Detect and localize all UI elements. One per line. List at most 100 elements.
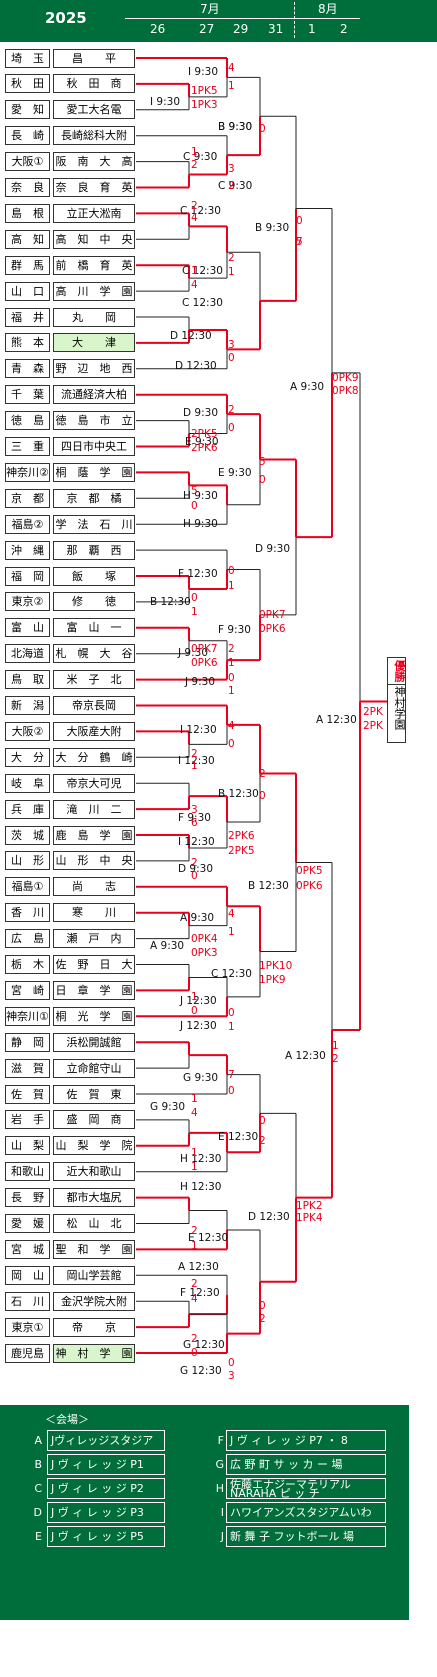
score-label: 1 — [228, 266, 235, 278]
school-cell: 滝 川 二 — [53, 800, 135, 819]
match-label: F 12:30 — [178, 568, 218, 580]
score-label: 2 — [191, 748, 198, 760]
school-cell: 大 分 鶴 崎 — [53, 748, 135, 767]
score-label: 4 — [228, 720, 235, 732]
score-label: 2PK — [363, 706, 383, 718]
match-label: B 12:30 — [150, 596, 191, 608]
score-label: 0 — [259, 790, 266, 802]
match-label: C 12:30 — [182, 265, 223, 277]
match-label: C 12:30 — [182, 297, 223, 309]
school-cell: 修 徳 — [53, 592, 135, 611]
venue-name: J ヴ ィ レ ッ ジ P7 ・ 8 — [226, 1430, 386, 1451]
score-label: 1 — [191, 991, 198, 1003]
school-cell: 札 幌 大 谷 — [53, 644, 135, 663]
score-label: 1 — [191, 760, 198, 772]
match-label: H 12:30 — [180, 1153, 222, 1165]
school-cell: 徳 島 市 立 — [53, 411, 135, 430]
school-cell: 昌 平 — [53, 49, 135, 68]
score-label: 1PK5 — [191, 85, 218, 97]
score-label: 1 — [228, 685, 235, 697]
school-cell: 米 子 北 — [53, 670, 135, 689]
score-label: 6 — [191, 817, 198, 829]
score-label: 3 — [228, 163, 235, 175]
school-cell: 立命館守山 — [53, 1059, 135, 1078]
match-label: G 12:30 — [180, 1365, 222, 1377]
match-label: C 12:30 — [211, 968, 252, 980]
school-cell: 那 覇 西 — [53, 541, 135, 560]
score-label: 0 — [259, 1300, 266, 1312]
score-label: 0 — [296, 215, 303, 227]
prefecture-cell: 愛 知 — [5, 100, 50, 119]
school-cell: 帝 京 — [53, 1318, 135, 1337]
score-label: 7 — [296, 236, 303, 248]
score-label: 0 — [191, 592, 198, 604]
prefecture-cell: 新 潟 — [5, 696, 50, 715]
score-label: 2 — [228, 180, 235, 192]
school-cell: 聖 和 学 園 — [53, 1240, 135, 1259]
year-label: 2025 — [45, 9, 87, 27]
school-cell: 秋 田 商 — [53, 74, 135, 93]
score-label: 5 — [259, 456, 266, 468]
score-label: 1 — [191, 265, 198, 277]
venue-key: I — [220, 1506, 224, 1519]
match-label: A 9:30 — [290, 381, 325, 393]
score-label: 0 — [259, 123, 266, 135]
day-1: 1 — [308, 22, 316, 36]
match-label: A 12:30 — [316, 714, 357, 726]
score-label: 0PK6 — [191, 657, 218, 669]
venue-key: C — [34, 1482, 42, 1495]
score-label: 0 — [228, 1007, 235, 1019]
champion-label: 優勝 — [388, 658, 406, 685]
venue-name: J ヴ ィ レ ッ ジ P3 — [47, 1502, 165, 1523]
score-label: 2PK — [363, 720, 383, 732]
prefecture-cell: 大阪① — [5, 152, 50, 171]
school-cell: 山 形 中 央 — [53, 851, 135, 870]
prefecture-cell: 熊 本 — [5, 333, 50, 352]
match-label: A 12:30 — [285, 1050, 326, 1062]
school-cell: 大阪産大附 — [53, 722, 135, 741]
schedule-header: 2025 7月 8月 26 27 29 31 1 2 — [0, 0, 437, 42]
match-label: H 9:30 — [183, 518, 218, 530]
month-august: 8月 — [318, 2, 338, 16]
prefecture-cell: 愛 媛 — [5, 1214, 50, 1233]
score-label: 1 — [191, 1093, 198, 1105]
score-label: 1 — [191, 1161, 198, 1173]
match-label: A 12:30 — [178, 1261, 219, 1273]
match-label: B 12:30 — [218, 788, 259, 800]
prefecture-cell: 北海道 — [5, 644, 50, 663]
score-label: 2 — [191, 1225, 198, 1237]
score-label: 3 — [228, 1370, 235, 1382]
score-label: 1 — [191, 1240, 198, 1252]
match-label: D 12:30 — [175, 360, 217, 372]
school-cell: 瀬 戸 内 — [53, 929, 135, 948]
score-label: 2 — [228, 643, 235, 655]
venue-key: A — [34, 1434, 42, 1447]
match-label: D 12:30 — [170, 330, 212, 342]
score-label: 1PK2 — [296, 1200, 323, 1212]
prefecture-cell: 秋 田 — [5, 74, 50, 93]
prefecture-cell: 福島② — [5, 515, 50, 534]
score-label: 4 — [228, 62, 235, 74]
match-label: J 9:30 — [185, 676, 216, 688]
champion-box: 優勝 神村学園 — [387, 657, 406, 743]
match-label: G 9:30 — [150, 1101, 186, 1113]
score-label: 1 — [228, 80, 235, 92]
school-cell: 浜松開誠館 — [53, 1033, 135, 1052]
venue-key: D — [33, 1506, 42, 1519]
score-label: 0 — [228, 565, 235, 577]
school-cell: 京 都 橘 — [53, 489, 135, 508]
match-label: F 9:30 — [218, 624, 251, 636]
score-label: 0 — [228, 672, 235, 684]
prefecture-cell: 大阪② — [5, 722, 50, 741]
prefecture-cell: 滋 賀 — [5, 1059, 50, 1078]
match-label: H 9:30 — [183, 490, 218, 502]
score-label: 0PK4 — [191, 933, 218, 945]
prefecture-cell: 石 川 — [5, 1292, 50, 1311]
prefecture-cell: 沖 縄 — [5, 541, 50, 560]
score-label: 4 — [191, 1293, 198, 1305]
score-label: 2 — [332, 1053, 339, 1065]
day-29: 29 — [233, 22, 249, 36]
score-label: 1 — [191, 146, 198, 158]
match-label: H 12:30 — [180, 1181, 222, 1193]
school-cell: 佐 野 日 大 — [53, 955, 135, 974]
